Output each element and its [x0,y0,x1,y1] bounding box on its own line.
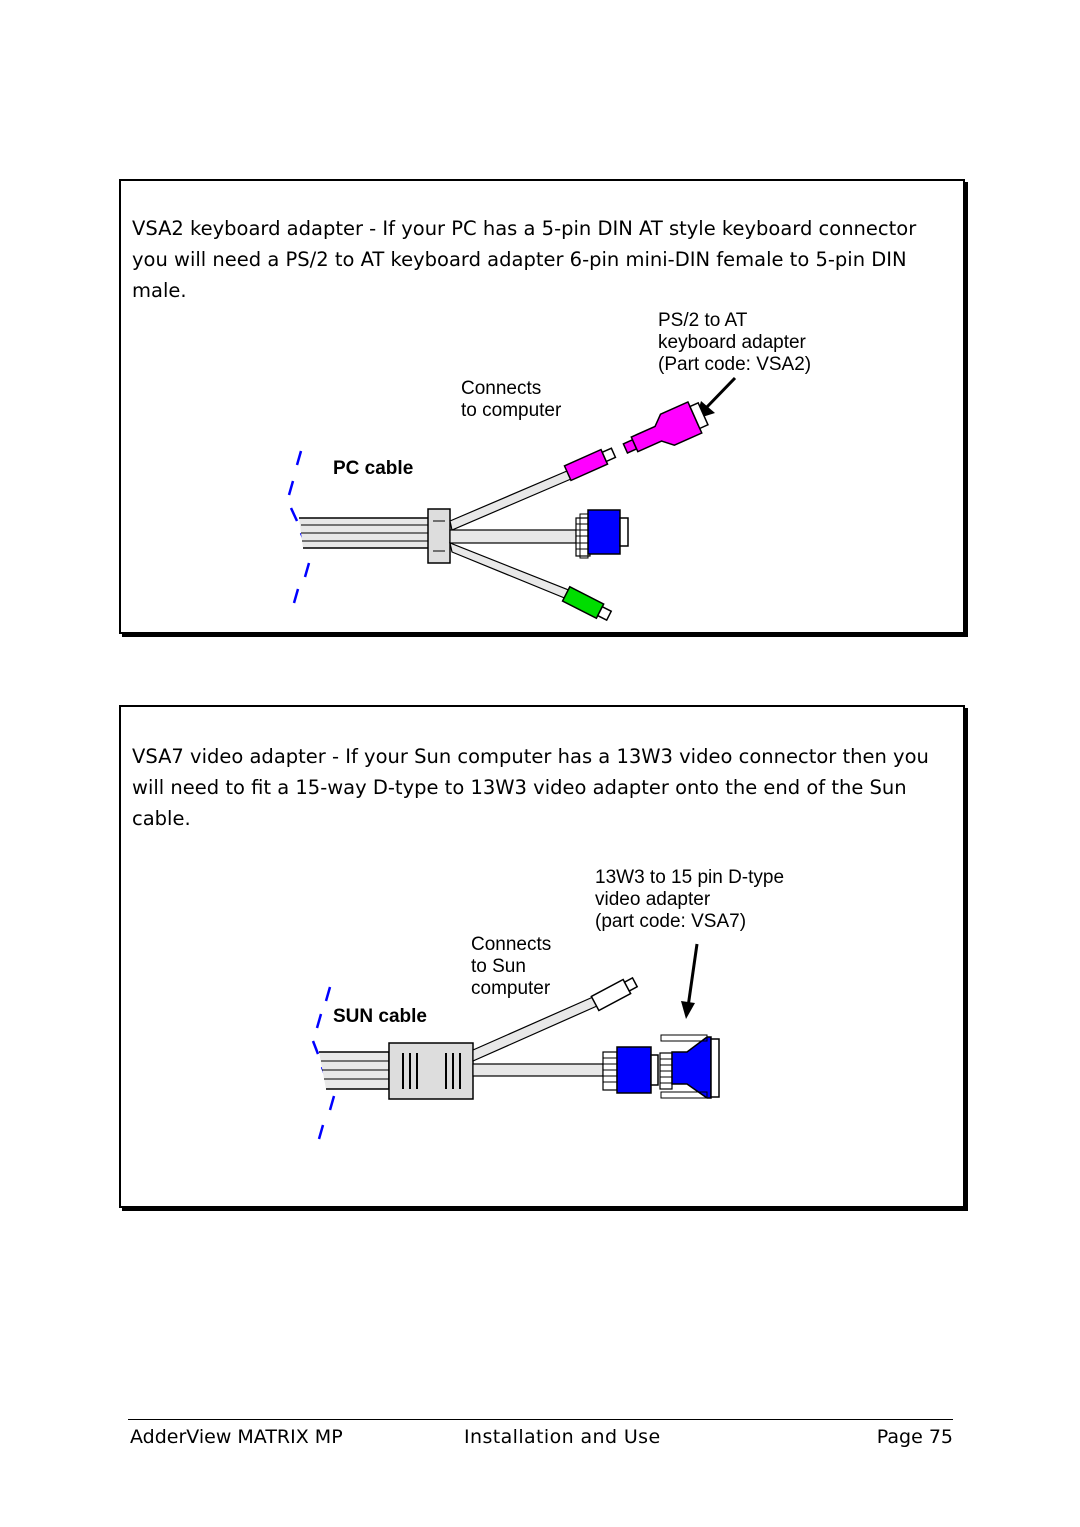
sun-cable [319,996,604,1100]
mouse-connector-icon [561,585,613,622]
vsa7-adapter-label-line3: (part code: VSA7) [595,911,746,932]
keyboard-connector-icon [563,447,617,482]
vsa7-arrow-icon [681,943,699,1019]
footer-product-name: AdderView MATRIX MP [130,1426,343,1448]
video-connector-icon [602,1046,659,1094]
vsa2-adapter-icon [622,400,709,454]
vsa7-panel: VSA7 video adapter - If your Sun compute… [119,705,965,1208]
pc-cable-label: PC cable [333,458,413,479]
vsa7-description: VSA7 video adapter - If your Sun compute… [132,745,929,830]
vsa2-adapter-label-line1: PS/2 to AT [658,310,748,331]
vsa2-description: VSA2 keyboard adapter - If your PC has a… [132,217,917,302]
footer-page-number: Page 75 [876,1426,953,1448]
vsa2-connects-label-line2: to computer [461,400,562,421]
vsa7-adapter-label-line2: video adapter [595,889,711,910]
vsa7-adapter-label-line1: 13W3 to 15 pin D-type [595,867,784,888]
vsa2-panel: VSA2 keyboard adapter - If your PC has a… [119,179,965,634]
vsa2-diagram: PS/2 to AT keyboard adapter (Part code: … [287,310,811,622]
page-footer: AdderView MATRIX MP Installation and Use… [128,1419,953,1460]
video-connector-icon [575,509,629,559]
vsa2-adapter-label-line2: keyboard adapter [658,332,807,353]
vsa7-diagram: 13W3 to 15 pin D-type video adapter (par… [311,867,784,1140]
vsa7-adapter-icon [659,1034,720,1099]
sun-keyboard-connector-icon [590,976,639,1012]
vsa2-adapter-label-line3: (Part code: VSA2) [658,354,811,375]
vsa7-connects-label-line3: computer [471,978,551,999]
footer-section-title: Installation and Use [464,1426,661,1448]
vsa7-connects-label-line2: to Sun [471,956,526,977]
vsa2-connects-label-line1: Connects [461,378,541,399]
vsa7-connects-label-line1: Connects [471,934,551,955]
pc-cable [299,470,577,600]
sun-cable-label: SUN cable [333,1006,427,1027]
